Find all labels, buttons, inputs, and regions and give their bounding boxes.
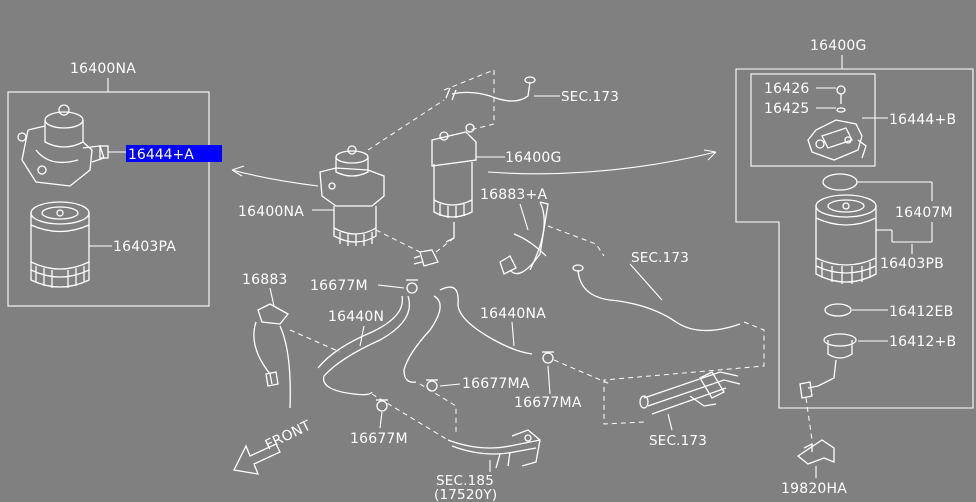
label-16412EB[interactable]: 16412EB [889, 304, 953, 320]
fuel-hose-16440N[interactable] [322, 295, 410, 396]
leader-line [377, 284, 405, 289]
hose-clamp-16677M-b[interactable] [376, 399, 388, 412]
dashed-connector [443, 69, 495, 131]
highlight-box [126, 145, 222, 162]
front-arrow-icon [233, 443, 281, 475]
dashed-connector [603, 321, 765, 425]
label-16425[interactable]: 16425 [764, 101, 810, 117]
label-front: FRONT [263, 418, 314, 454]
dashed-connector [553, 359, 611, 385]
label-sec173-bot[interactable]: SEC.173 [649, 433, 707, 449]
dashed-connector [375, 229, 421, 253]
return-hose-top[interactable] [451, 81, 531, 102]
clamp-16883[interactable] [253, 303, 291, 409]
hose-clamp [445, 87, 457, 101]
dashed-connector [435, 237, 455, 253]
connector-part[interactable] [413, 249, 439, 267]
fuel-hose-sec173[interactable] [577, 269, 741, 332]
label-16400NA[interactable]: 16400NA [238, 204, 304, 220]
o-ring-seal[interactable] [822, 173, 858, 191]
label-sec173-top[interactable]: SEC.173 [561, 89, 619, 105]
label-16883A[interactable]: 16883+A [480, 187, 547, 203]
label-sec173-mid[interactable]: SEC.173 [631, 250, 689, 266]
hose-clamp-16677M-a[interactable] [406, 279, 418, 294]
leader-line [511, 321, 515, 347]
callout-16444A-highlighted[interactable]: 16444+A [126, 145, 222, 163]
front-direction-arrow: FRONT [233, 418, 314, 475]
label-16677M-a[interactable]: 16677M [310, 278, 368, 294]
fuel-pipe-assembly-sec185[interactable] [447, 429, 541, 469]
filter-cartridge-16403PB[interactable] [815, 194, 877, 284]
water-sensor-16412B[interactable] [799, 333, 857, 399]
screw-16426[interactable] [836, 85, 846, 104]
leader-line [439, 383, 461, 387]
label-16677MA-a[interactable]: 16677MA [462, 376, 530, 392]
filter-cartridge-part[interactable] [30, 201, 90, 288]
label-16883[interactable]: 16883 [242, 272, 288, 288]
label-16440NA[interactable]: 16440NA [480, 306, 546, 322]
leader-line [379, 411, 383, 429]
group-label-16400G[interactable]: 16400G [810, 38, 867, 54]
hose-end [524, 76, 536, 84]
leader-line [547, 365, 551, 395]
dashed-connector [547, 225, 605, 257]
label-16444B[interactable]: 16444+B [889, 112, 956, 128]
dashed-connector [419, 383, 457, 432]
label-16400G[interactable]: 16400G [505, 150, 562, 166]
priming-pump-16444B[interactable] [807, 119, 867, 161]
label-16677MA-b[interactable]: 16677MA [514, 395, 582, 411]
label-sec185-sub[interactable]: (17520Y) [434, 487, 497, 502]
dashed-connector [367, 99, 445, 151]
dashed-connector [371, 393, 449, 441]
filter-assembly-16400G[interactable] [431, 123, 477, 243]
filter-assembly-16400NA[interactable] [319, 145, 385, 246]
right-inner-box [750, 73, 876, 167]
right-group-box [735, 68, 974, 409]
label-19820HA[interactable]: 19820HA [781, 481, 847, 497]
label-sec185[interactable]: SEC.185 [436, 473, 494, 489]
hose-outline [317, 295, 404, 369]
arrowhead [703, 149, 717, 161]
fuel-pipe-assembly-sec173[interactable] [639, 371, 741, 415]
label-16407M[interactable]: 16407M [895, 205, 953, 221]
filter-head-part[interactable] [17, 104, 109, 187]
o-ring-16412EB[interactable] [824, 303, 852, 317]
label-16440N[interactable]: 16440N [328, 309, 384, 325]
leader-line [519, 203, 529, 231]
leader-line [269, 287, 275, 307]
label-16403PB[interactable]: 16403PB [880, 256, 944, 272]
right-group: 16400G 16426 16425 16444+B [735, 38, 974, 409]
leader-line [667, 413, 673, 431]
group-label-16400NA[interactable]: 16400NA [70, 61, 136, 77]
bracket-16883A[interactable] [499, 201, 549, 275]
left-group-box [7, 91, 210, 307]
dashed-connector [289, 329, 341, 353]
label-16677M-b[interactable]: 16677M [350, 431, 408, 447]
assembly-arrow-left [231, 169, 319, 187]
assembly-arrow-right [487, 151, 717, 175]
hose-end [572, 264, 584, 272]
fuel-hose-16440NA-branch[interactable] [403, 295, 441, 383]
left-group: 16400NA 16444+A [7, 61, 222, 307]
clip-19820HA[interactable] [796, 439, 835, 465]
label-16412B[interactable]: 16412+B [889, 334, 956, 350]
fuel-hose-16440NA[interactable] [439, 286, 533, 355]
leader-line [359, 325, 365, 347]
seal-16425[interactable] [836, 107, 846, 113]
label-16426[interactable]: 16426 [764, 81, 810, 97]
leader-line [629, 263, 663, 301]
arrowhead [231, 165, 245, 177]
dashed-connector [805, 397, 813, 441]
label-16444A: 16444+A [128, 147, 194, 163]
hose-clamp-16677MA-b[interactable] [542, 351, 554, 364]
label-16403PA[interactable]: 16403PA [113, 239, 176, 255]
